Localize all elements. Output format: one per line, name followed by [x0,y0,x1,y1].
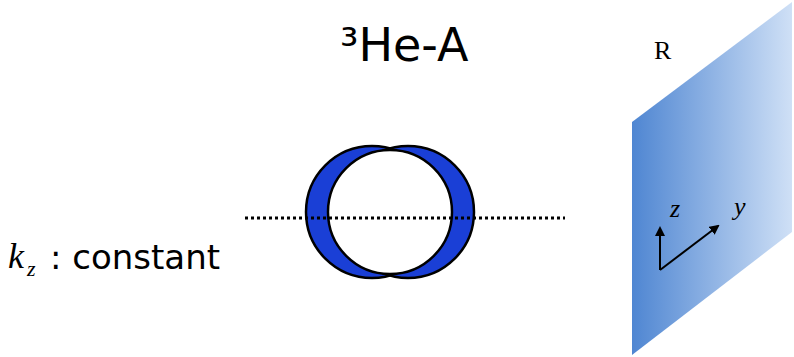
momentum-symbol: k [8,238,24,274]
plane-label: R [654,38,671,64]
constant-kz-line [245,217,565,220]
plane-R [632,2,792,355]
axis-label: y [734,194,746,220]
fermi-sphere [328,150,452,274]
axis-label: z [670,196,680,222]
z-axis-arrow [659,228,661,270]
condition-text: : constant [50,240,220,274]
material-title: ³He-A [340,22,468,68]
y-axis-arrow [660,226,718,270]
momentum-subscript: z [27,258,36,280]
